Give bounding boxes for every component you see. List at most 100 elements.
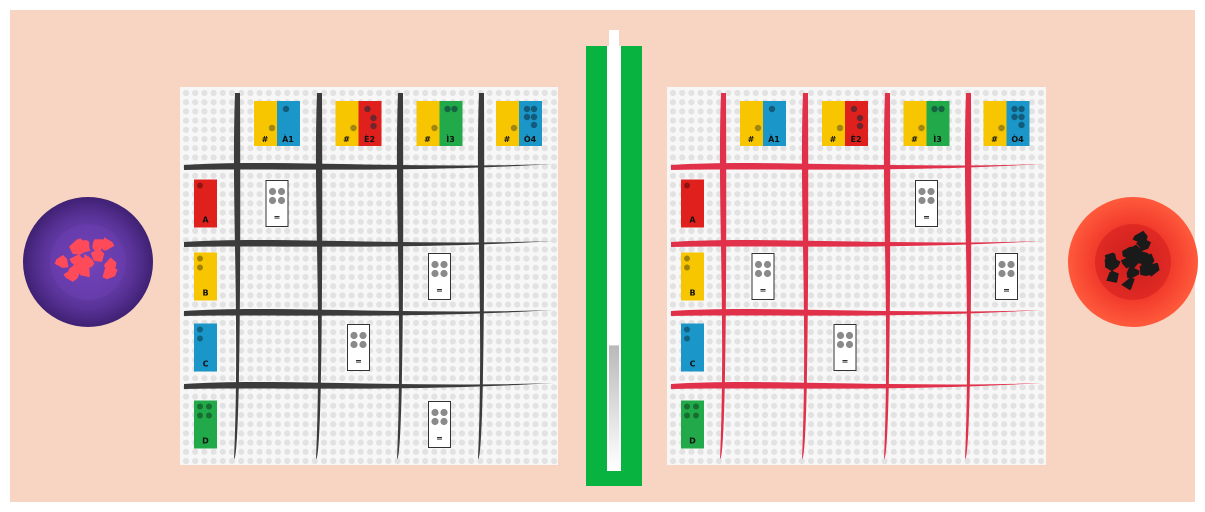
peg-hole [523,292,529,298]
peg-hole [679,145,685,151]
peg-hole [928,357,934,363]
peg-hole [937,394,943,400]
peg-hole [192,173,198,179]
peg-hole [247,449,253,455]
peg-hole [220,219,226,225]
peg-hole [431,394,437,400]
peg-hole [183,348,189,354]
peg-hole [1038,421,1044,427]
peg-hole [1020,292,1026,298]
peg-hole [1029,375,1035,381]
peg-hole [293,357,299,363]
peg-hole [514,366,520,372]
peg-hole [339,357,345,363]
peg-hole [450,338,456,344]
peg-hole [928,403,934,409]
peg-hole [1029,292,1035,298]
peg-hole [376,430,382,436]
peg-hole [330,366,336,372]
peg-hole [826,256,832,262]
peg-hole [450,357,456,363]
peg-hole [872,430,878,436]
peg-hole [487,274,493,280]
peg-hole [257,394,263,400]
peg-dot [693,404,699,410]
peg-hole [707,430,713,436]
placed-tile[interactable]: = [266,181,288,227]
placed-tile[interactable]: = [752,254,774,300]
peg-hole [836,302,842,308]
peg-hole [900,182,906,188]
peg-hole [551,302,557,308]
peg-hole [247,430,253,436]
peg-hole [992,348,998,354]
peg-hole [744,90,750,96]
peg-hole [468,99,474,105]
peg-hole [854,191,860,197]
peg-hole [716,302,722,308]
peg-hole [229,430,235,436]
peg-hole [872,329,878,335]
peg-hole [257,90,263,96]
peg-hole [266,348,272,354]
peg-hole [845,394,851,400]
peg-hole [459,256,465,262]
right-piece-bowl[interactable] [1068,197,1198,327]
placed-tile[interactable]: = [996,254,1018,300]
peg-hole [891,182,897,188]
peg-hole [542,99,548,105]
peg-hole [716,265,722,271]
peg-hole [670,246,676,252]
peg-hole [863,228,869,234]
peg-hole [836,182,842,188]
peg-hole [946,375,952,381]
peg-hole [312,403,318,409]
peg-hole [790,265,796,271]
peg-hole [413,145,419,151]
placed-tile[interactable]: = [834,325,856,371]
peg-hole [1010,90,1016,96]
peg-hole [974,283,980,289]
peg-hole [1010,375,1016,381]
peg-hole [780,302,786,308]
peg-hole [771,173,777,179]
left-piece-bowl[interactable] [23,197,153,327]
peg-hole [983,210,989,216]
peg-hole [790,366,796,372]
peg-hole [762,449,768,455]
peg-hole [201,118,207,124]
placed-tile[interactable]: = [429,402,451,448]
tile-peg [350,341,357,348]
placed-tile[interactable]: = [348,325,370,371]
peg-hole [312,375,318,381]
peg-hole [514,219,520,225]
peg-hole [413,182,419,188]
peg-hole [293,292,299,298]
peg-hole [1001,449,1007,455]
peg-hole [349,182,355,188]
placed-tile[interactable]: = [429,254,451,300]
peg-hole [404,145,410,151]
peg-hole [367,302,373,308]
peg-hole [790,145,796,151]
peg-hole [790,421,796,427]
peg-hole [790,329,796,335]
peg-hole [918,403,924,409]
peg-hole [487,375,493,381]
peg-hole [863,338,869,344]
placed-tile[interactable]: = [916,181,938,227]
peg-hole [872,256,878,262]
peg-hole [707,403,713,409]
peg-hole [358,283,364,289]
tile-peg [440,409,447,416]
peg-hole [1020,430,1026,436]
peg-hole [505,302,511,308]
peg-hole [974,348,980,354]
tile-label: = [842,357,849,366]
peg-hole [266,320,272,326]
peg-hole [955,173,961,179]
peg-hole [533,421,539,427]
peg-hole [247,283,253,289]
